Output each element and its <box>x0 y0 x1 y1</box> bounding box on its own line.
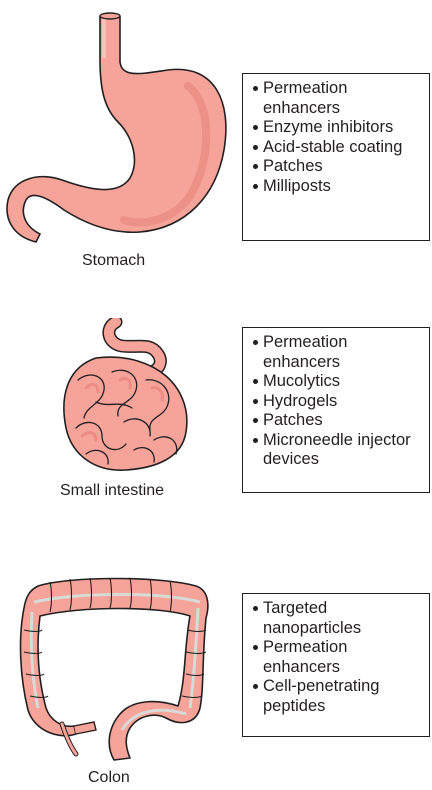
colon-strategy-item: Cell-penetrating peptides <box>253 677 423 716</box>
colon-illustration <box>10 568 220 768</box>
stomach-illustration <box>0 0 240 260</box>
stomach-strategy-item: Enzyme inhibitors <box>253 118 423 138</box>
small-intestine-strategy-item: Permeation enhancers <box>253 333 423 372</box>
small-intestine-strategy-item: Patches <box>253 411 423 431</box>
small-intestine-strategy-item: Microneedle injector devices <box>253 431 423 470</box>
colon-strategy-item: Permeation enhancers <box>253 638 423 677</box>
small-intestine-label: Small intestine <box>60 482 164 500</box>
small-intestine-strategy-item: Mucolytics <box>253 372 423 392</box>
small-intestine-illustration <box>56 318 196 478</box>
small-intestine-strategy-item: Hydrogels <box>253 392 423 412</box>
stomach-strategy-item: Acid-stable coating <box>253 138 423 158</box>
stomach-strategies-box: Permeation enhancers Enzyme inhibitors A… <box>242 73 430 241</box>
stomach-label: Stomach <box>82 252 145 270</box>
stomach-strategy-item: Permeation enhancers <box>253 79 423 118</box>
colon-strategy-item: Targeted nanoparticles <box>253 599 423 638</box>
colon-strategies-box: Targeted nanoparticles Permeation enhanc… <box>242 593 430 737</box>
colon-label: Colon <box>88 769 130 787</box>
stomach-strategy-item: Patches <box>253 157 423 177</box>
small-intestine-strategies-box: Permeation enhancers Mucolytics Hydrogel… <box>242 327 430 493</box>
stomach-strategy-item: Milliposts <box>253 177 423 197</box>
